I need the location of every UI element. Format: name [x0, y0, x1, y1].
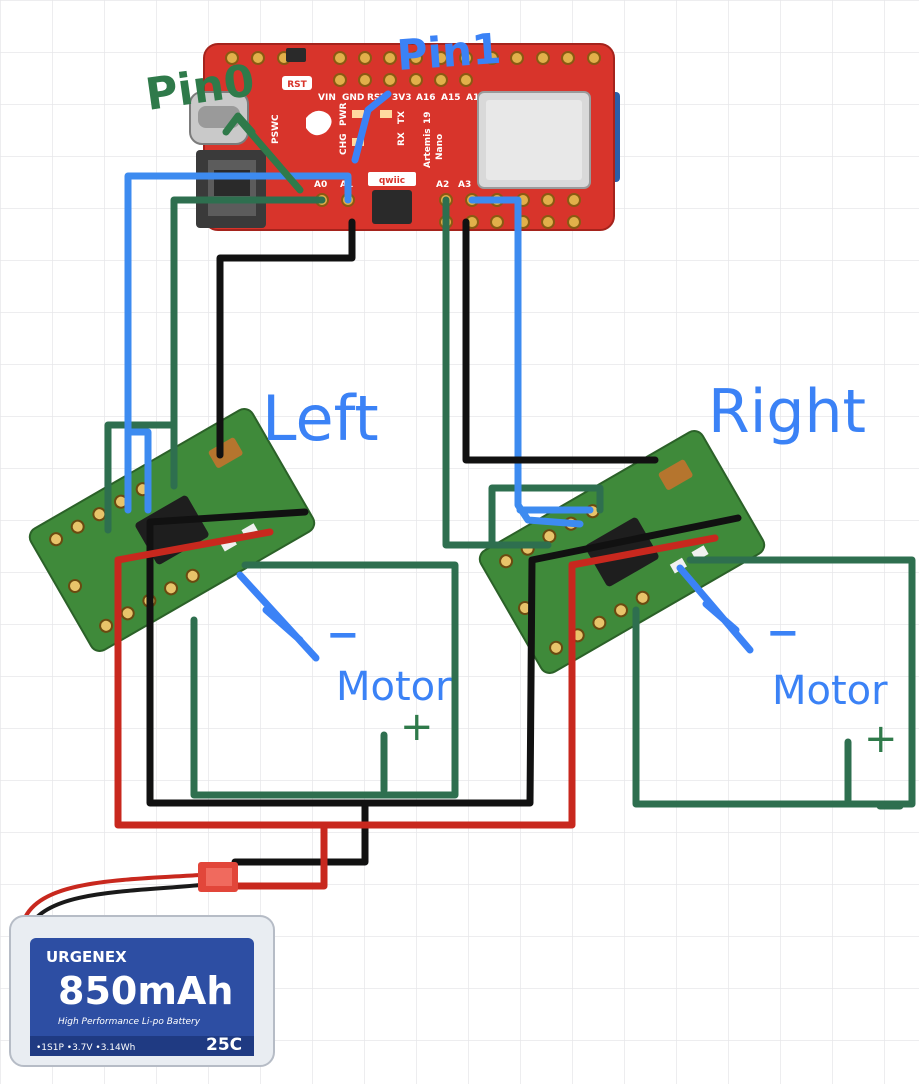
left-green-wire-b — [104, 421, 178, 534]
pin-label-a14: A14 — [466, 93, 486, 103]
led-label-chg: CHG — [339, 133, 349, 155]
pin-label-rst: RST — [367, 93, 387, 103]
battery-rating: 25C — [206, 1035, 242, 1055]
right-green-wire-a — [442, 196, 552, 549]
pin-label-a0: A0 — [314, 180, 327, 190]
pin-label-a2: A2 — [436, 180, 449, 190]
pin-label-a3: A3 — [458, 180, 471, 190]
logo-icon — [306, 110, 332, 136]
pin-label-gnd: GND — [342, 93, 364, 103]
battery-brand: URGENEX — [46, 948, 127, 966]
pin1-blue-wire — [124, 172, 352, 514]
board-name-artemis: Artemis — [423, 128, 433, 168]
capacitor-icon — [208, 437, 243, 468]
jst-connector-icon — [196, 150, 266, 228]
right-motor-label: Motor — [772, 668, 888, 714]
left-motor-label: Motor — [336, 664, 452, 710]
left-motor-minus: − — [326, 612, 360, 658]
pin0-arrow — [222, 112, 304, 194]
left-black-gnd-wire — [216, 218, 356, 459]
battery-subtitle: High Performance Li-po Battery — [58, 1017, 201, 1027]
right-green-wire-b — [488, 484, 604, 549]
right-label: Right — [708, 377, 866, 447]
usb-c-icon — [189, 91, 249, 145]
battery-specs: •1S1P •3.7V •3.14Wh — [36, 1043, 135, 1053]
pin1-arrow — [351, 90, 392, 164]
capacitor-icon — [658, 459, 693, 490]
left-motor-driver — [28, 408, 316, 652]
board-name-nano: Nano — [435, 134, 445, 160]
right-motor-plus: + — [864, 716, 898, 762]
pin-label-19: 19 — [423, 111, 433, 124]
battery-red-wire — [234, 821, 328, 890]
pin-label-a16: A16 — [416, 93, 436, 103]
pin-label-vin: VIN — [318, 93, 336, 103]
right-motor-lead-blue — [676, 564, 754, 654]
artemis-nano-board: RST VIN GND RST 3V3 A16 A15 A14 PSWC PWR… — [189, 43, 620, 231]
right-motor-loop-wire — [632, 556, 916, 808]
battery-capacity: 850mAh — [58, 969, 233, 1013]
left-green-wire-a — [170, 196, 326, 490]
left-motor-plus: + — [400, 704, 434, 750]
reset-button — [286, 48, 306, 62]
right-black-power-wire — [361, 514, 742, 807]
pin-label-3v3: 3V3 — [392, 93, 412, 103]
left-red-power-wire — [114, 528, 719, 829]
rst-label: RST — [287, 80, 307, 90]
right-black-gnd-wire — [462, 218, 659, 464]
right-motor-minus: − — [766, 610, 800, 656]
lipo-battery: URGENEX 850mAh High Performance Li-po Ba… — [9, 862, 275, 1067]
pin0-blue-loop-wire — [124, 428, 152, 514]
jst-connector-icon — [198, 862, 238, 892]
led-label-tx: TX — [397, 111, 407, 124]
pswc-label: PSWC — [271, 114, 281, 144]
led-label-pwr: PWR — [339, 102, 349, 126]
left-motor-lead-blue — [236, 571, 320, 662]
a3-blue-wire — [468, 196, 584, 528]
led-label-rx: RX — [397, 132, 407, 146]
left-motor-loop-wire — [190, 561, 459, 799]
left-label: Left — [262, 382, 379, 455]
left-black-power-wire — [146, 508, 369, 866]
pin-label-a15: A15 — [441, 93, 461, 103]
qwiic-label: qwiic — [379, 176, 405, 186]
top-pin-header — [225, 51, 601, 87]
pin1-annotation: Pin1 — [395, 24, 502, 80]
ble-module-icon — [477, 91, 591, 189]
qwiic-connector: qwiic — [368, 172, 416, 224]
